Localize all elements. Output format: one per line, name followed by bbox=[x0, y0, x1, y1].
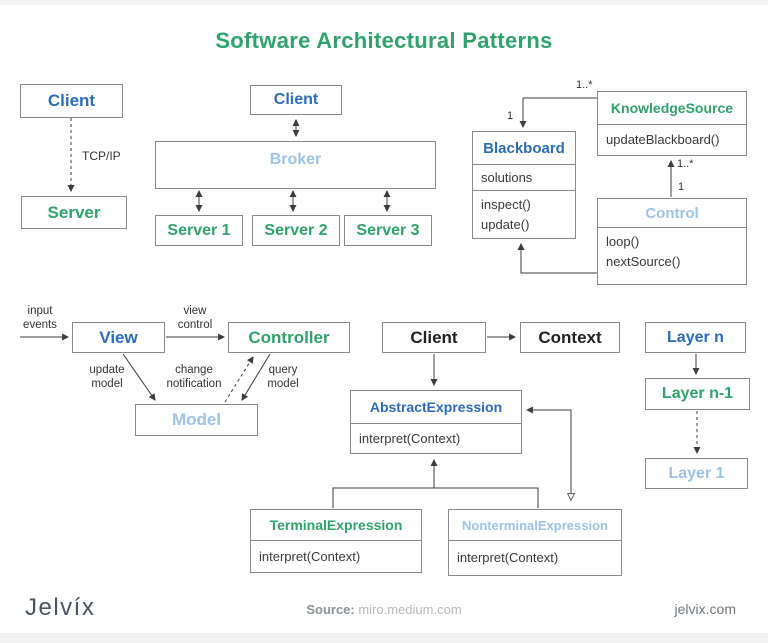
broker-server3-box: Server 3 bbox=[344, 215, 432, 246]
nonterminal-expression-class-box: NonterminalExpression interpret(Context) bbox=[448, 509, 622, 576]
multiplicity-knowledge-top: 1..* bbox=[576, 79, 593, 91]
mvc-model-box: Model bbox=[135, 404, 258, 436]
top-strip bbox=[0, 0, 768, 5]
nonterminal-expression-method: interpret(Context) bbox=[457, 550, 559, 566]
mvc-controller-box: Controller bbox=[228, 322, 350, 353]
blackboard-methods: inspect() update() bbox=[473, 191, 575, 238]
knowledge-source-class-title: KnowledgeSource bbox=[598, 92, 746, 125]
client-server-client-box: Client bbox=[20, 84, 123, 118]
knowledge-source-method: updateBlackboard() bbox=[606, 132, 720, 148]
knowledge-source-class-box: KnowledgeSource updateBlackboard() bbox=[597, 91, 747, 156]
layers-layer-n-box: Layer n bbox=[645, 322, 746, 353]
mvc-input-events-label: input events bbox=[23, 305, 57, 331]
multiplicity-knowledge-bottom: 1..* bbox=[677, 158, 694, 170]
source-credit: Source: miro.medium.com bbox=[0, 602, 768, 617]
client-server-server-box: Server bbox=[21, 196, 127, 229]
control-method: nextSource() bbox=[606, 253, 681, 269]
tcpip-label: TCP/IP bbox=[82, 149, 121, 163]
abstract-expression-method: interpret(Context) bbox=[359, 430, 461, 446]
broker-server2-box: Server 2 bbox=[252, 215, 340, 246]
layers-layer-n1-box: Layer n-1 bbox=[645, 378, 750, 410]
mvc-view-control-label: view control bbox=[177, 305, 213, 331]
multiplicity-blackboard-side: 1 bbox=[507, 110, 514, 122]
source-value: miro.medium.com bbox=[354, 602, 462, 617]
control-methods: loop() nextSource() bbox=[598, 228, 746, 275]
page-title: Software Architectural Patterns bbox=[215, 28, 553, 53]
blackboard-method: inspect() bbox=[481, 197, 531, 212]
source-label: Source: bbox=[306, 602, 355, 617]
layers-layer-1-box: Layer 1 bbox=[645, 458, 748, 489]
blackboard-attribute: solutions bbox=[473, 165, 575, 191]
multiplicity-control-side: 1 bbox=[678, 181, 685, 193]
interpreter-context-box: Context bbox=[520, 322, 620, 353]
site-link[interactable]: jelvix.com bbox=[674, 601, 736, 617]
terminal-expression-method: interpret(Context) bbox=[259, 548, 361, 564]
blackboard-class-box: Blackboard solutions inspect() update() bbox=[472, 131, 576, 239]
broker-box: Broker bbox=[155, 141, 436, 189]
bottom-strip bbox=[0, 633, 768, 643]
control-class-title: Control bbox=[598, 199, 746, 228]
control-class-box: Control loop() nextSource() bbox=[597, 198, 747, 285]
mvc-update-model-label: update model bbox=[89, 364, 125, 390]
broker-server1-box: Server 1 bbox=[155, 215, 243, 246]
terminal-expression-class-title: TerminalExpression bbox=[251, 510, 421, 541]
mvc-change-notification-label: change notification bbox=[166, 364, 222, 390]
control-method: loop() bbox=[606, 234, 640, 249]
terminal-expression-class-box: TerminalExpression interpret(Context) bbox=[250, 509, 422, 573]
mvc-view-box: View bbox=[72, 322, 165, 353]
abstract-expression-class-box: AbstractExpression interpret(Context) bbox=[350, 390, 522, 454]
nonterminal-expression-class-title: NonterminalExpression bbox=[449, 510, 621, 541]
interpreter-client-box: Client bbox=[382, 322, 486, 353]
abstract-expression-class-title: AbstractExpression bbox=[351, 391, 521, 424]
mvc-query-model-label: query model bbox=[267, 364, 299, 390]
jelvix-logo: Jelvíx bbox=[25, 594, 96, 621]
blackboard-method: update() bbox=[481, 216, 530, 232]
broker-client-box: Client bbox=[250, 85, 342, 115]
blackboard-class-title: Blackboard bbox=[473, 132, 575, 165]
